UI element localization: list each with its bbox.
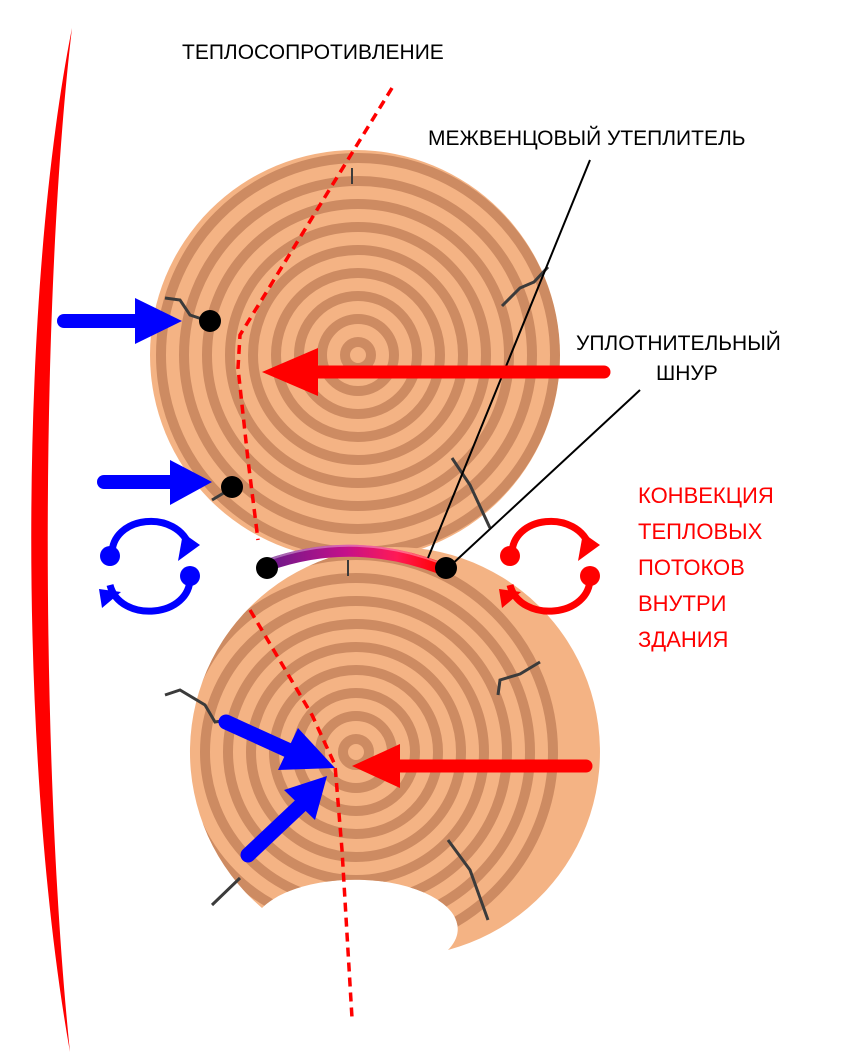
label-sealing-cord-1: УПЛОТНИТЕЛЬНЫЙ <box>576 332 781 355</box>
heat-boundary-crescent <box>31 28 72 1052</box>
growth-ring <box>248 245 468 465</box>
crack <box>496 660 541 696</box>
crack <box>500 265 550 308</box>
convection-line: ВНУТРИ <box>638 591 727 616</box>
marker-dot <box>221 476 243 498</box>
leader-line-cord <box>447 389 641 569</box>
arrow-right-icon <box>57 298 182 344</box>
arrow-left-icon <box>262 348 611 396</box>
growth-ring <box>317 314 399 396</box>
crack <box>450 457 492 529</box>
marker-dot <box>435 557 457 579</box>
label-sealing-cord-2: ШНУР <box>656 362 718 385</box>
arrow-diagonal-icon <box>240 776 327 863</box>
marker-dot <box>199 310 221 332</box>
growth-ring <box>202 199 514 511</box>
interlog-insulation <box>265 544 443 574</box>
marker-dot <box>256 557 278 579</box>
thermal-resistance-line <box>248 609 354 1019</box>
convection-label: КОНВЕКЦИЯ ТЕПЛОВЫХ ПОТОКОВ ВНУТРИ ЗДАНИЯ <box>638 478 774 658</box>
crack <box>446 839 490 921</box>
label-interlog-insulation: МЕЖВЕНЦОВЫЙ УТЕПЛИТЕЛЬ <box>428 127 746 150</box>
growth-ring <box>179 176 537 534</box>
convection-line: ТЕПЛОВЫХ <box>638 519 763 544</box>
crack <box>210 876 242 907</box>
growth-ring <box>271 268 445 442</box>
growth-ring <box>225 222 491 488</box>
convection-line: ЗДАНИЯ <box>638 627 729 652</box>
label-thermal-resistance: ТЕПЛОСОПРОТИВЛЕНИЕ <box>182 41 444 64</box>
convection-line: ПОТОКОВ <box>638 555 745 580</box>
thermal-resistance-line <box>236 87 394 541</box>
arrow-right-icon <box>97 460 212 505</box>
growth-ring <box>246 642 466 862</box>
crack <box>164 296 206 322</box>
growth-ring <box>294 291 422 419</box>
convection-line: КОНВЕКЦИЯ <box>638 483 774 508</box>
convection-cycle-red-icon <box>499 517 600 615</box>
convection-cycle-blue-icon <box>99 517 200 615</box>
arrow-left-icon <box>352 744 593 788</box>
leader-line-insulation <box>427 159 591 559</box>
arrow-diagonal-icon <box>218 714 335 770</box>
